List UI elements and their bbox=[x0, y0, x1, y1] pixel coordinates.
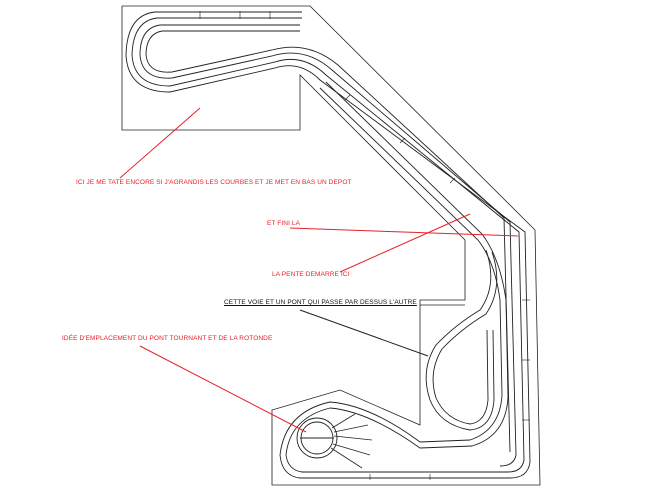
turntable bbox=[296, 417, 338, 459]
leader-turntable bbox=[139, 345, 307, 433]
annotation-depot: ICI JE ME TATE ENCORE SI J'AGRANDIS LES … bbox=[76, 179, 352, 186]
leader-slope bbox=[339, 213, 471, 273]
upper-loop-track bbox=[125, 11, 531, 479]
board-outline-top-left bbox=[121, 5, 541, 486]
annotation-bridge: CETTE VOIE ET UN PONT QUI PASSE PAR DESS… bbox=[224, 299, 417, 306]
roundhouse-tracks bbox=[330, 413, 373, 469]
inner-loop-track bbox=[139, 24, 517, 467]
leader-depot bbox=[119, 107, 201, 179]
leader-lines bbox=[119, 107, 519, 433]
leader-bridge bbox=[299, 309, 429, 357]
bridge-track bbox=[425, 249, 498, 431]
annotation-slope: LA PENTE DEMARRE ICI bbox=[272, 271, 350, 278]
leader-end bbox=[289, 227, 519, 237]
annotation-turntable: IDÉE D'EMPLACEMENT DU PONT TOURNANT ET D… bbox=[62, 335, 273, 342]
track-ties bbox=[199, 11, 530, 480]
annotation-end: ET FINI LA bbox=[267, 220, 301, 227]
